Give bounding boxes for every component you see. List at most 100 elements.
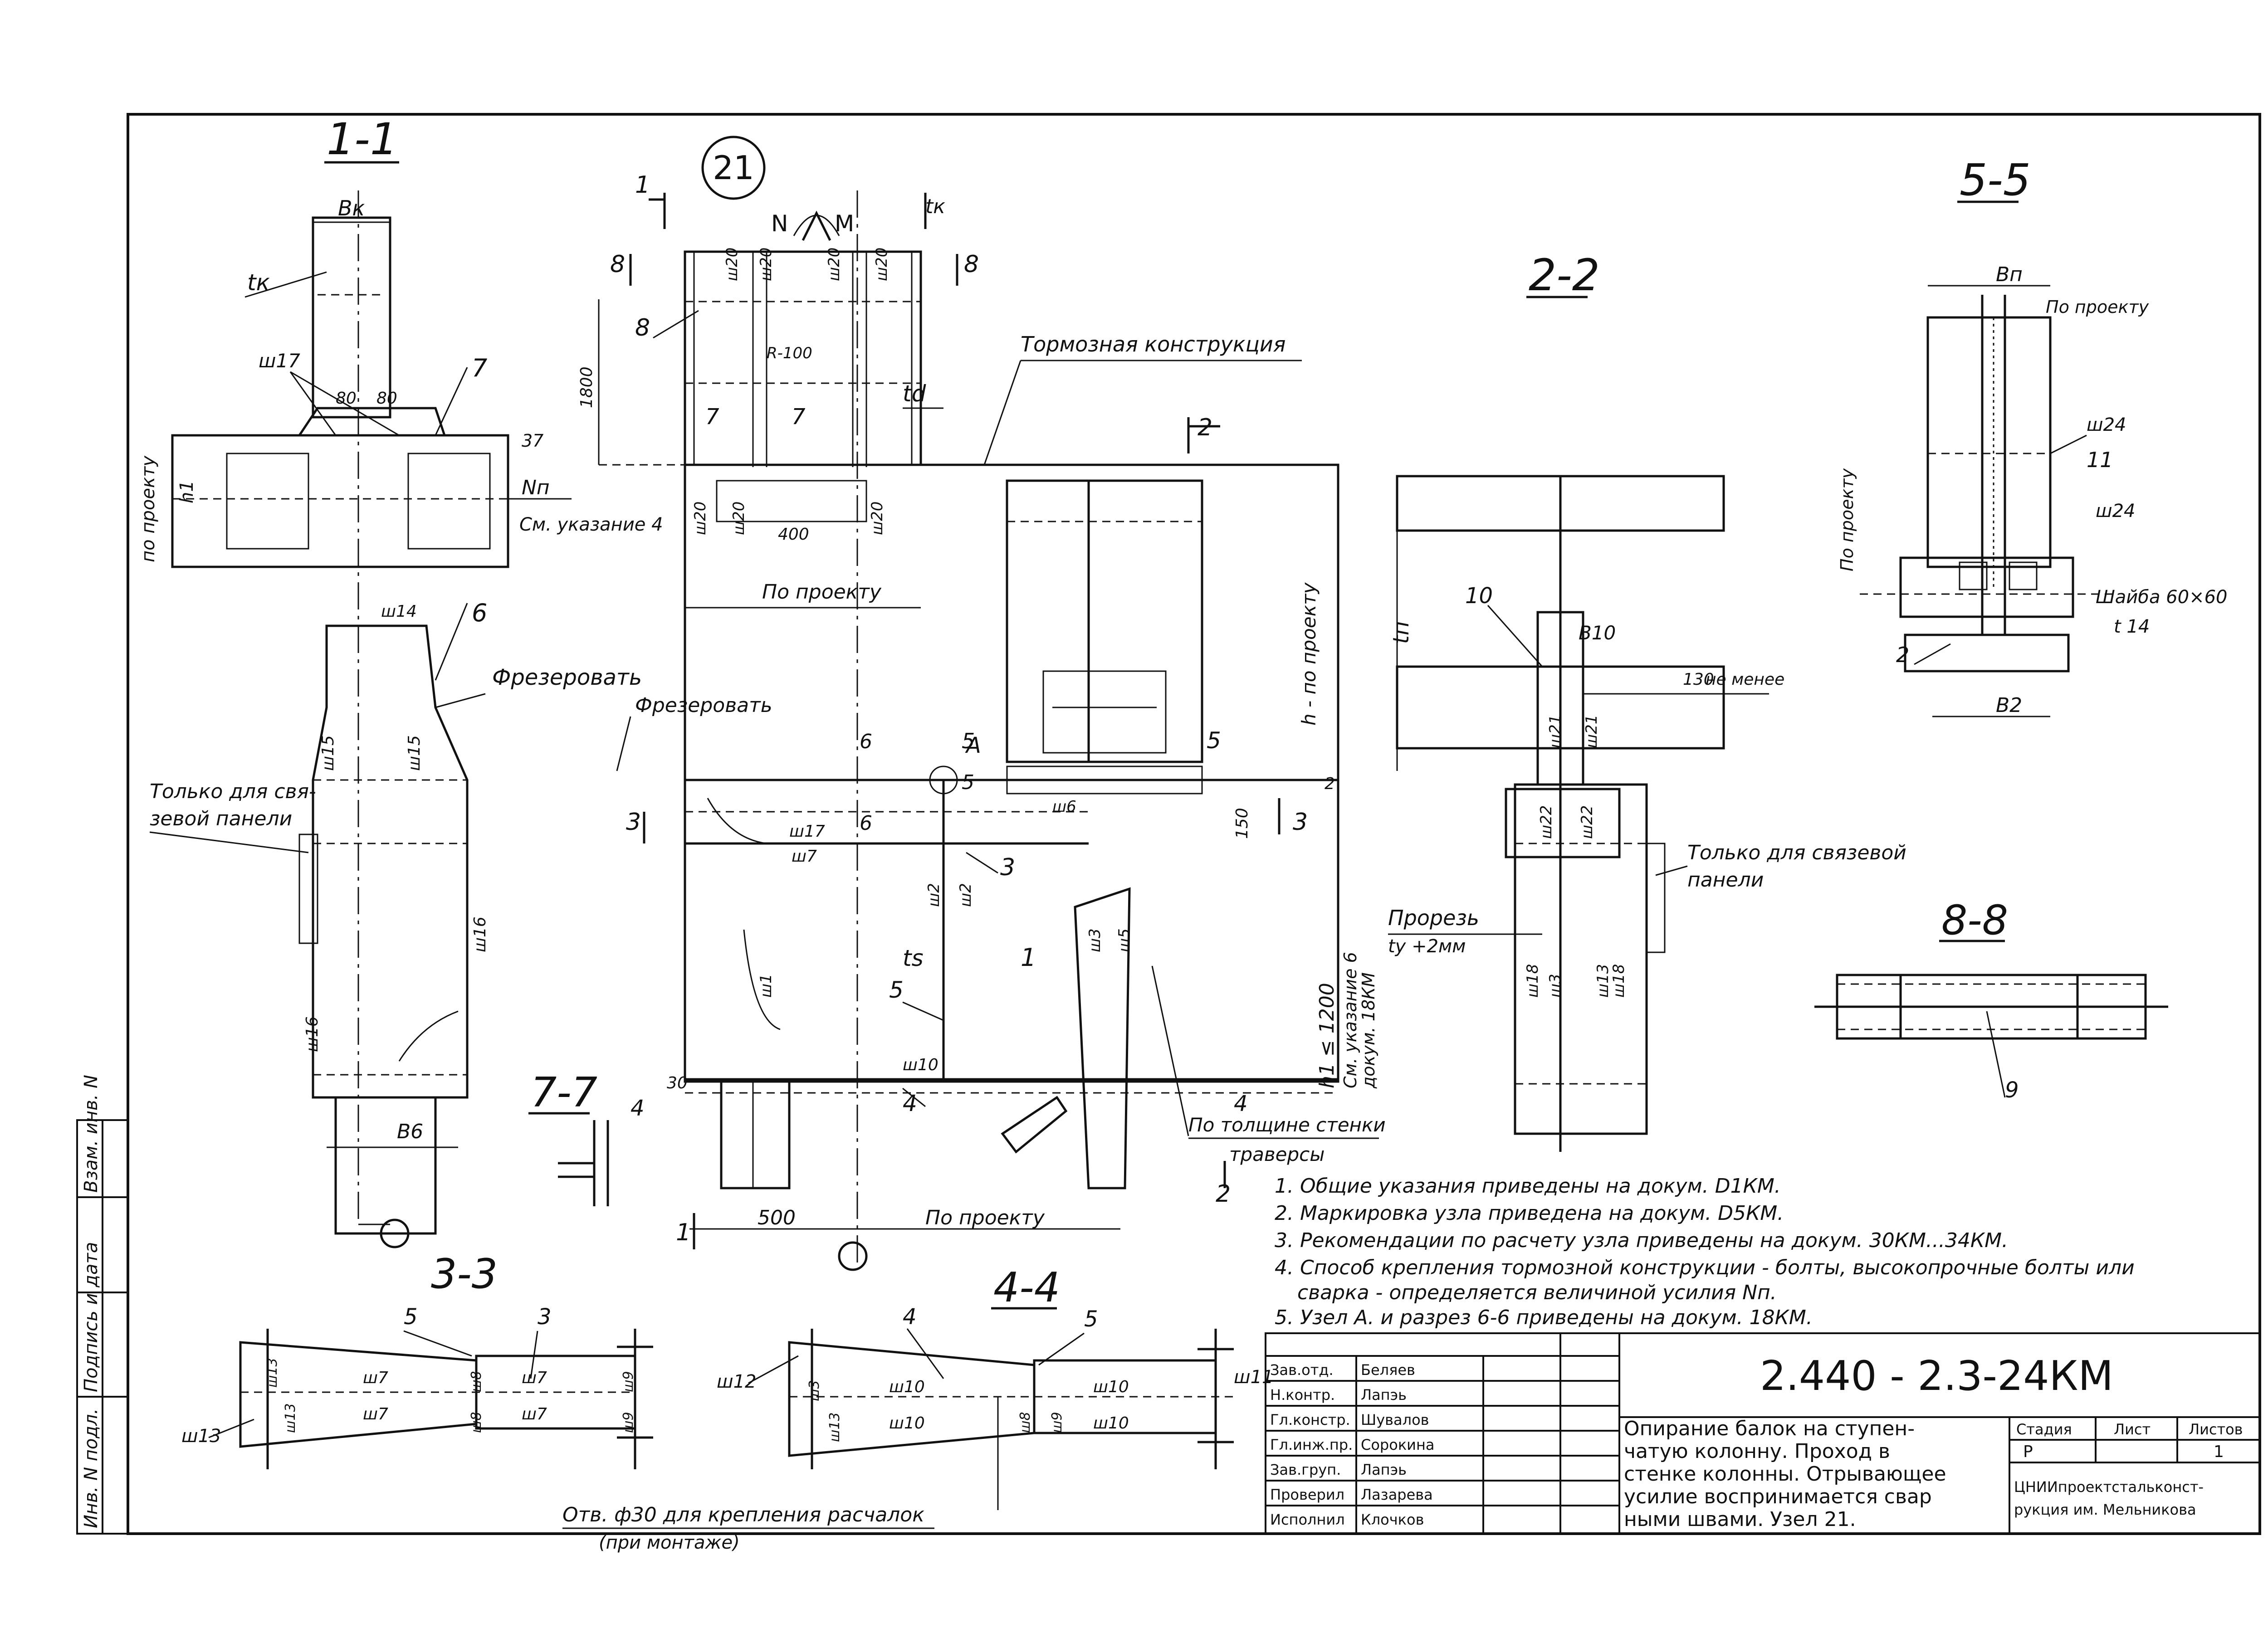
weld-w22-a: ш22 — [1537, 805, 1555, 839]
note-5: 5. Узел А. и разрез 6-6 приведены на док… — [1275, 1306, 1813, 1329]
label-n: N — [771, 210, 788, 237]
label-po-proektu-55-v: По проекту — [1837, 468, 1857, 571]
tb-name-5: Лазарева — [1361, 1486, 1433, 1503]
note-1: 1. Общие указания приведены на докум. D1… — [1275, 1175, 1781, 1198]
cut-mark-8-right: 8 — [964, 251, 979, 278]
section-title-3-3: 3-3 — [431, 1250, 498, 1298]
section-2-2: 2-2 tп 10 В10 130 не менее ш21 ш21 ш22 ш… — [1388, 250, 1906, 1152]
label-frezerovat-1: Фрезеровать — [492, 665, 642, 690]
section-title-2-2: 2-2 — [1529, 250, 1600, 301]
weld-w10-main: ш10 — [903, 1056, 938, 1074]
pos-8: 8 — [635, 314, 650, 341]
dim-80-b: 80 — [376, 389, 397, 408]
label-po-tolshine-1: По толщине стенки — [1188, 1114, 1386, 1136]
tb-org-1: ЦНИИпроектстальконст- — [2014, 1478, 2204, 1496]
tb-sheets-value: 1 — [2214, 1443, 2224, 1461]
cut-mark-3-right: 3 — [1293, 809, 1308, 836]
label-bk: Вк — [338, 196, 365, 220]
section-title-4-4: 4-4 — [993, 1264, 1060, 1311]
weld-w10-44d: ш10 — [1093, 1414, 1129, 1433]
cut-mark-1-bottom: 1 — [676, 1219, 691, 1246]
label-frezerovat-2: Фрезеровать — [635, 694, 772, 717]
weld-w8-33b: ш8 — [469, 1412, 484, 1433]
tb-name-0: Беляев — [1361, 1361, 1415, 1379]
tb-desc-1: чатую колонну. Проход в — [1624, 1440, 1890, 1463]
node-number: 21 — [713, 149, 754, 187]
weld-w3-main: ш3 — [1086, 928, 1104, 952]
weld-w8-44: ш8 — [1017, 1412, 1033, 1433]
label-b2: В2 — [1996, 694, 2022, 717]
tb-desc-3: усилие воспринимается свар — [1624, 1485, 1932, 1508]
section-4-4: 4-4 ш10 ш10 ш10 ш10 ш8 ш9 ш3 ш13 ш12 ш11… — [717, 1264, 1274, 1510]
label-ts: ts — [903, 945, 924, 971]
weld-w6: ш6 — [1052, 798, 1076, 816]
pos-10: 10 — [1465, 583, 1493, 609]
label-otv-2: (при монтаже) — [599, 1532, 740, 1553]
label-po-proektu-55: По проекту — [2046, 297, 2149, 317]
weld-w22-b: ш22 — [1578, 805, 1596, 839]
dim-37: 37 — [522, 431, 543, 451]
tb-desc-2: стенке колонны. Отрывающее — [1624, 1462, 1946, 1486]
tb-sheets-header: Листов — [2189, 1421, 2243, 1438]
weld-w17-b: ш17 — [789, 822, 825, 841]
weld-w7-33b: ш7 — [363, 1405, 388, 1423]
pos-5-near-a: 5 — [962, 771, 974, 794]
dim-130: 130 — [1683, 670, 1714, 689]
weld-w7-33a: ш7 — [363, 1369, 388, 1387]
weld-w13-33a: ш13 — [264, 1358, 280, 1388]
label-po-proektu-left: по проекту — [138, 455, 159, 562]
label-sm-ukaz-6-2: докум. 18КМ — [1359, 972, 1378, 1089]
weld-w18-b: ш18 — [1610, 964, 1628, 998]
note-2: 2. Маркировка узла приведена на докум. D… — [1275, 1202, 1784, 1225]
label-sm-ukaz-6-1: См. указание 6 — [1340, 952, 1360, 1088]
weld-w13-33c: ш13 — [181, 1426, 221, 1447]
dim-400: 400 — [778, 525, 809, 544]
label-sm-ukazanie: См. указание 4 — [519, 514, 663, 535]
label-shaiba-1: Шайба 60×60 — [2096, 587, 2228, 608]
tb-role-1: Н.контр. — [1270, 1386, 1335, 1404]
weld-w20-g: ш20 — [868, 502, 886, 535]
tb-org-2: рукция им. Мельникова — [2014, 1501, 2196, 1518]
drawing-code: 2.440 - 2.3-24КМ — [1760, 1352, 2113, 1400]
weld-w7-33d: ш7 — [522, 1405, 547, 1423]
label-po-proektu-bottom: По проекту — [925, 1206, 1045, 1229]
side-stamp: Взам. инв. N Подпись и дата Инв. N подл. — [76, 1075, 129, 1535]
weld-w20-a: ш20 — [723, 248, 741, 281]
label-po-proektu-top: По проекту — [762, 580, 882, 604]
tb-stage-header: Стадия — [2016, 1421, 2072, 1438]
weld-w11: ш11 — [1234, 1367, 1274, 1388]
label-prorez-t: tу +2мм — [1388, 936, 1466, 957]
label-shaiba-2: t 14 — [2114, 616, 2150, 637]
weld-w13-22: ш13 — [1594, 964, 1612, 998]
weld-w20-f: ш20 — [730, 502, 748, 535]
weld-w1: ш1 — [757, 974, 775, 998]
section-title-5-5: 5-5 — [1960, 155, 2031, 205]
weld-w5-main: ш5 — [1115, 928, 1134, 952]
weld-w17-a: ш17 — [259, 350, 300, 372]
tb-name-1: Лапэь — [1361, 1386, 1407, 1404]
label-h1-1200: h1 ≤ 1200 — [1315, 983, 1339, 1088]
weld-w16-a: ш16 — [471, 916, 489, 952]
label-prorez: Прорезь — [1388, 906, 1479, 930]
label-tolko-sv2-1: Только для связевой — [1687, 841, 1906, 864]
section-title-1-1: 1-1 — [327, 114, 398, 165]
tb-role-5: Проверил — [1270, 1486, 1344, 1503]
cut-mark-5-left: 5 — [962, 729, 975, 753]
weld-w18-a: ш18 — [1524, 964, 1542, 998]
node-number-circle — [701, 136, 766, 200]
weld-w3-22: ш3 — [1546, 974, 1564, 998]
pos-7-a: 7 — [472, 354, 487, 382]
tb-name-4: Лапэь — [1361, 1461, 1407, 1478]
label-b6: В6 — [397, 1120, 423, 1143]
label-bn: Вп — [1996, 263, 2023, 286]
cut-mark-1-top: 1 — [635, 171, 650, 199]
weld-w21-a: ш21 — [1546, 715, 1564, 748]
section-7-7: 7-7 — [528, 1069, 609, 1206]
label-otv-1: Отв. ф30 для крепления расчалок — [562, 1503, 924, 1526]
dim-80-a: 80 — [336, 389, 357, 408]
cut-mark-7-left: 7 — [705, 404, 719, 429]
cut-mark-4-right: 4 — [1234, 1091, 1248, 1116]
dim-30: 30 — [667, 1074, 688, 1092]
label-h-po-proektu: h - по проекту — [1298, 582, 1320, 726]
